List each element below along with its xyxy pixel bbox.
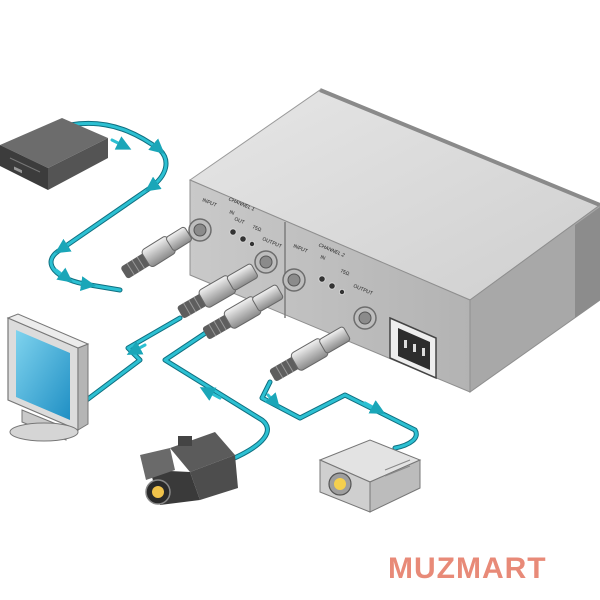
ch1-out-led-label: OUT bbox=[233, 216, 245, 226]
bnc-socket-output2[interactable] bbox=[353, 306, 377, 330]
watermark-logo: MUZMART bbox=[388, 552, 547, 585]
bnc-socket-input1[interactable] bbox=[188, 218, 212, 242]
bnc-plug-output1 bbox=[177, 263, 258, 318]
input2-label: INPUT bbox=[292, 243, 308, 254]
monitor-icon bbox=[6, 313, 90, 442]
ch2-in-led-label: IN bbox=[319, 254, 326, 262]
bnc-socket-input2[interactable] bbox=[282, 268, 306, 292]
bnc-plug-output2 bbox=[269, 326, 351, 381]
camcorder-icon bbox=[140, 432, 238, 505]
projector-icon bbox=[318, 439, 422, 513]
indicator-leds bbox=[229, 228, 345, 295]
vcr-source-icon bbox=[0, 118, 108, 190]
input1-label: INPUT bbox=[201, 197, 217, 208]
ch2-75ohm-label: 75Ω bbox=[339, 268, 350, 277]
ch1-in-led-label: IN bbox=[228, 209, 235, 217]
bnc-plug-input2 bbox=[202, 284, 284, 339]
bnc-socket-output1[interactable] bbox=[254, 250, 278, 274]
bnc-plug-input1 bbox=[121, 226, 192, 279]
distribution-amplifier-device: CHANNEL 1 CHANNEL 2 INPUT OUTPUT INPUT O… bbox=[188, 88, 600, 393]
cables bbox=[48, 120, 419, 463]
power-socket-icon[interactable] bbox=[389, 316, 437, 380]
ch1-75ohm-label: 75Ω bbox=[251, 224, 262, 233]
cable-output2-to-projector bbox=[259, 379, 419, 451]
